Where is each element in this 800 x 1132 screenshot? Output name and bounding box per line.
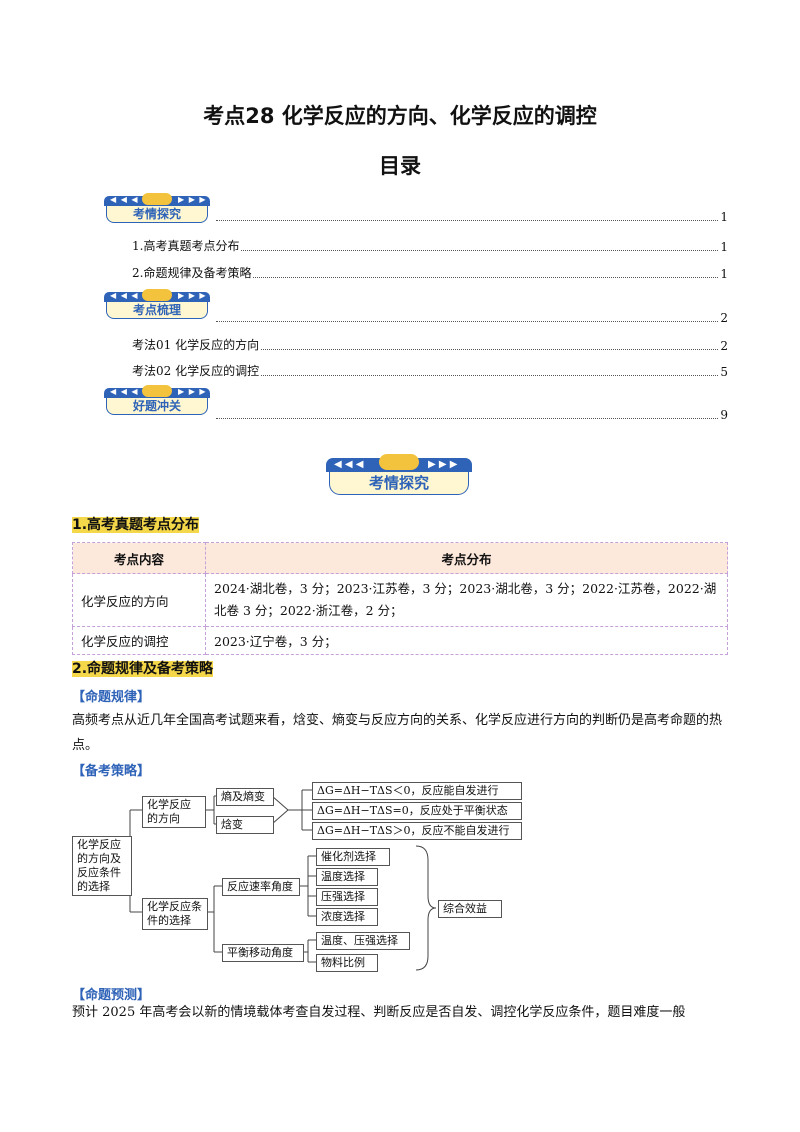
table-header: 考点内容 bbox=[72, 542, 206, 574]
predict-label: 【命题预测】 bbox=[72, 988, 151, 1003]
toc-entry[interactable]: 1 bbox=[214, 210, 728, 224]
badge-kaodian: ◀ ◀ ◀▶ ▶ ▶ 考点梳理 bbox=[104, 289, 210, 320]
exam-distribution-table: 考点内容 考点分布 化学反应的方向 2024·湖北卷，3 分；2023·江苏卷，… bbox=[72, 542, 728, 655]
table-cell: 2024·湖北卷，3 分；2023·江苏卷，3 分；2023·湖北卷，3 分；2… bbox=[205, 573, 728, 627]
diagram-rate: 反应速率角度 bbox=[222, 878, 300, 896]
diagram-cond3: ΔG=ΔH−TΔS＞0，反应不能自发进行 bbox=[312, 822, 522, 840]
diagram-selection: 化学反应条件的选择 bbox=[142, 898, 208, 930]
diagram-cond2: ΔG=ΔH−TΔS=0，反应处于平衡状态 bbox=[312, 802, 522, 820]
section2-heading: 2.命题规律及备考策略 bbox=[72, 661, 214, 677]
badge-kaoqing: ◀ ◀ ◀▶ ▶ ▶ 考情探究 bbox=[104, 193, 210, 224]
diagram-pressure: 压强选择 bbox=[316, 888, 378, 906]
table-cell: 2023·辽宁卷，3 分； bbox=[205, 626, 728, 655]
table-row: 化学反应的调控 2023·辽宁卷，3 分； bbox=[72, 626, 728, 655]
diagram-direction: 化学反应的方向 bbox=[142, 796, 206, 828]
diagram-temp: 温度选择 bbox=[316, 868, 378, 886]
toc-entry[interactable]: 9 bbox=[214, 408, 728, 422]
strategy-label: 【备考策略】 bbox=[72, 764, 151, 779]
diagram-temp-pressure: 温度、压强选择 bbox=[316, 932, 410, 950]
toc-title: 目录 bbox=[379, 154, 421, 178]
diagram-ratio: 物料比例 bbox=[316, 954, 378, 972]
diagram-cond1: ΔG=ΔH−TΔS＜0，反应能自发进行 bbox=[312, 782, 522, 800]
page-title: 考点28 化学反应的方向、化学反应的调控 bbox=[203, 104, 597, 128]
diagram-benefit: 综合效益 bbox=[438, 900, 502, 918]
rule-text: 高频考点从近几年全国高考试题来看，焓变、熵变与反应方向的关系、化学反应进行方向的… bbox=[72, 713, 723, 753]
toc-entry[interactable]: 2 bbox=[214, 311, 728, 325]
diagram-entropy: 熵及熵变 bbox=[216, 788, 274, 806]
diagram-root: 化学反应的方向及反应条件的选择 bbox=[72, 836, 132, 896]
section1-heading: 1.高考真题考点分布 bbox=[72, 517, 200, 533]
table-cell: 化学反应的方向 bbox=[72, 573, 206, 627]
section-badge: ◀ ◀ ◀ ▶ ▶ ▶ 考情探究 bbox=[326, 454, 472, 498]
table-header: 考点分布 bbox=[205, 542, 728, 574]
diagram-catalyst: 催化剂选择 bbox=[316, 848, 390, 866]
diagram-equilibrium: 平衡移动角度 bbox=[222, 944, 304, 962]
table-row: 化学反应的方向 2024·湖北卷，3 分；2023·江苏卷，3 分；2023·湖… bbox=[72, 573, 728, 627]
rule-label: 【命题规律】 bbox=[72, 690, 151, 705]
table-cell: 化学反应的调控 bbox=[72, 626, 206, 655]
badge-haoti: ◀ ◀ ◀▶ ▶ ▶ 好题冲关 bbox=[104, 385, 210, 416]
diagram-enthalpy: 焓变 bbox=[216, 816, 274, 834]
diagram-concentration: 浓度选择 bbox=[316, 908, 378, 926]
predict-text: 预计 2025 年高考会以新的情境载体考查自发过程、判断反应是否自发、调控化学反… bbox=[72, 1005, 686, 1020]
